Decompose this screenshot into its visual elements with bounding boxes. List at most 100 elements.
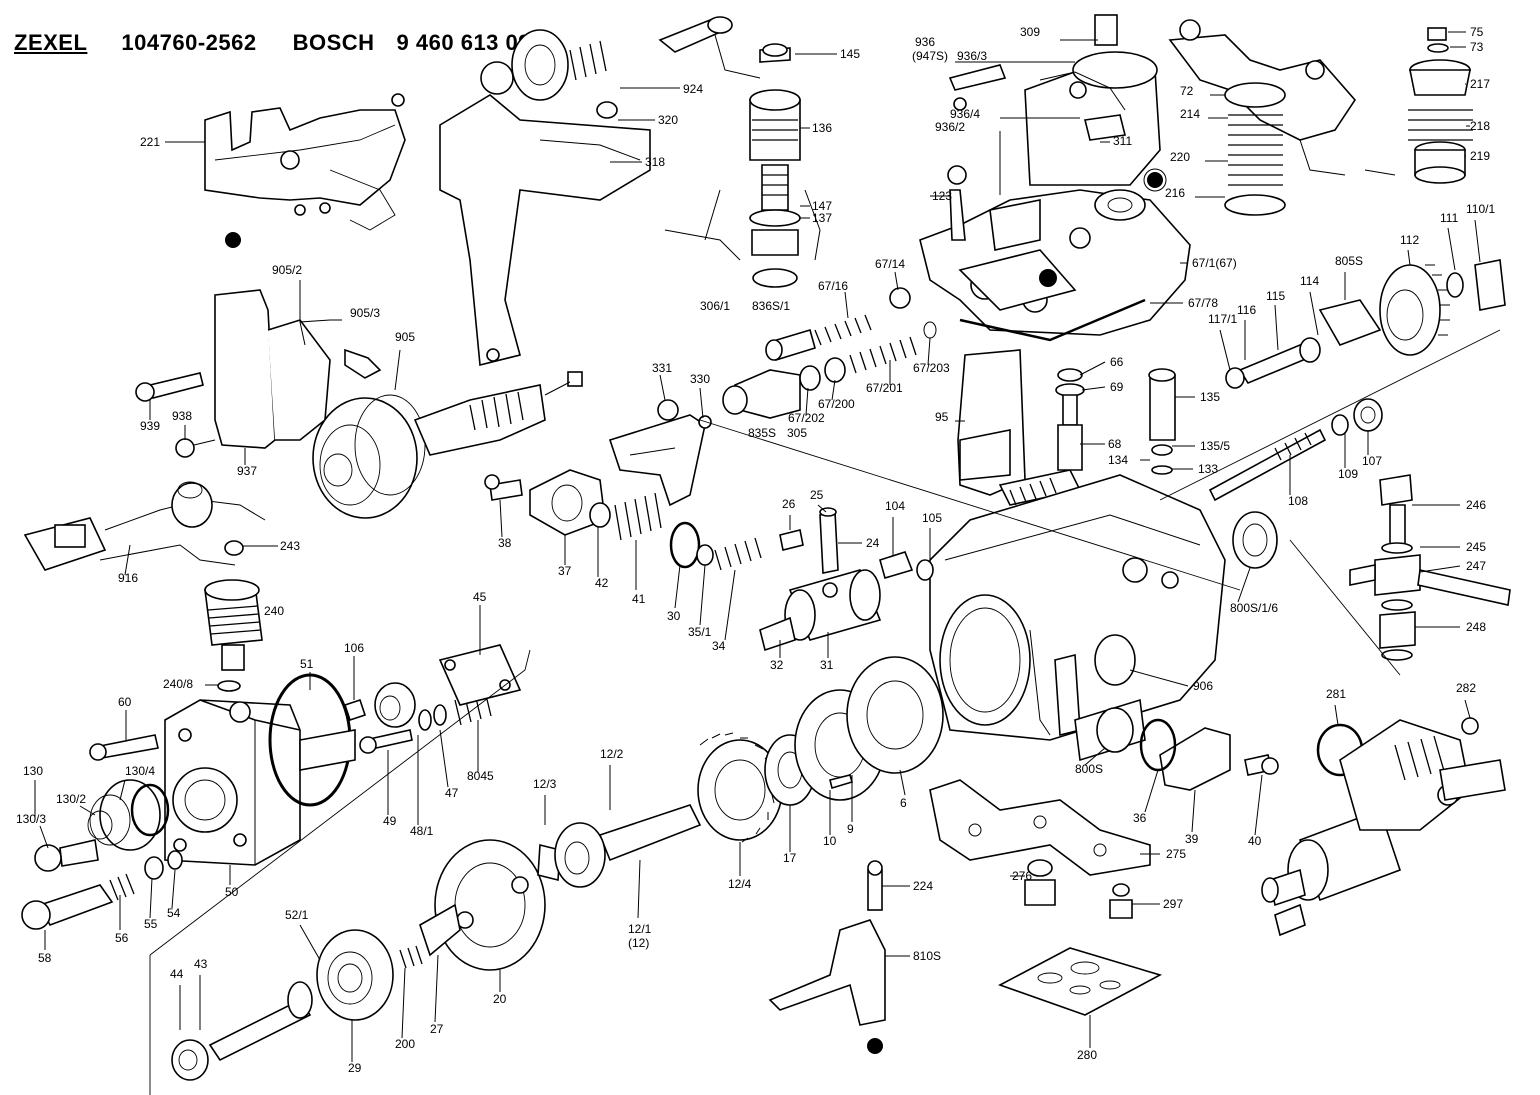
- callout-label: 835S: [748, 426, 776, 440]
- callout-label: 133: [1198, 462, 1218, 476]
- callout-label: 115: [1266, 289, 1285, 303]
- leader-line: [1334, 704, 1339, 726]
- callout-label: 58: [38, 951, 52, 965]
- callout-label: 276: [1012, 869, 1032, 883]
- callout-label: 246: [1466, 498, 1486, 512]
- leader-line: [1237, 567, 1251, 603]
- leader-line: [124, 544, 131, 576]
- callout-label: 95: [935, 410, 949, 424]
- callout-label: 34: [712, 639, 726, 653]
- callout-label: 939: [140, 419, 160, 433]
- callout-label: 130/2: [56, 792, 86, 806]
- callout-label: 24: [866, 536, 880, 550]
- callout-label: 306/1: [700, 299, 730, 313]
- callout-label: 104: [885, 499, 905, 513]
- connector-916: [23, 481, 266, 571]
- callout-label: 218: [1470, 119, 1490, 133]
- callout-label: 810S: [913, 949, 941, 963]
- callout-label: 72: [1180, 84, 1194, 98]
- callout-label: 105: [922, 511, 942, 525]
- shaft-108: [1208, 398, 1383, 502]
- callout-label: 147: [812, 199, 832, 213]
- callout-label: 52/1: [285, 908, 309, 922]
- callout-label: 38: [498, 536, 512, 550]
- callout-label: 12/4: [728, 877, 752, 891]
- callout-label: 114: [1300, 274, 1319, 288]
- governor-spring-217: [1408, 27, 1473, 184]
- callout-label: 275: [1166, 847, 1186, 861]
- leader-line: [894, 271, 899, 291]
- callout-label: 123: [932, 189, 952, 203]
- leader-line: [401, 967, 406, 1039]
- callout-label: 55: [144, 917, 158, 931]
- callout-label: 281: [1326, 687, 1346, 701]
- callout-label: 68: [1108, 437, 1122, 451]
- callout-label: 135: [1200, 390, 1220, 404]
- callout-label: 240: [264, 604, 284, 618]
- leader-line: [831, 379, 836, 401]
- gasket-set-810S: [998, 947, 1163, 1016]
- bracket-221: [204, 93, 406, 248]
- leader-line: [699, 387, 704, 419]
- pump-housing: [879, 474, 1278, 762]
- callout-label: 75: [1470, 25, 1484, 39]
- part-drawings: [21, 14, 1511, 1095]
- callout-label: 130/3: [16, 812, 46, 826]
- leader-line: [39, 825, 49, 849]
- callout-label: 69: [1110, 380, 1124, 394]
- leader-line: [844, 291, 849, 319]
- pressure-valve-135: [1148, 368, 1176, 475]
- callout-label: 906: [1193, 679, 1213, 693]
- leader-line: [299, 924, 321, 961]
- callout-label: 42: [595, 576, 609, 590]
- governor-lever-95: [957, 349, 1085, 506]
- callout-label: 67/16: [818, 279, 848, 293]
- callout-label: 35/1: [688, 625, 712, 639]
- callout-label: 107: [1362, 454, 1382, 468]
- callout-label: 905/3: [350, 306, 380, 320]
- drive-shaft-12-1: [554, 656, 944, 888]
- callout-label: 26: [782, 497, 796, 511]
- leader-line: [674, 564, 681, 609]
- leader-line: [1419, 565, 1461, 573]
- leader-line: [439, 729, 449, 788]
- callout-label: 67/78: [1188, 296, 1218, 310]
- callout-label: 29: [348, 1061, 362, 1075]
- leader-line: [434, 954, 439, 1023]
- callout-label: 32: [770, 658, 784, 672]
- callout-label: 31: [820, 658, 834, 672]
- callout-label: 10: [823, 834, 837, 848]
- governor-housing-67: [919, 165, 1191, 342]
- callout-label: 243: [280, 539, 300, 553]
- leader-line: [699, 564, 706, 626]
- leader-line: [637, 859, 641, 919]
- callout-label: 43: [194, 957, 208, 971]
- callout-label: 136: [812, 121, 832, 135]
- callout-label: 36: [1133, 811, 1147, 825]
- cam-disk-29: [171, 929, 423, 1081]
- callout-label: 905: [395, 330, 415, 344]
- callout-label: 41: [632, 592, 646, 606]
- callout-label: 12/3: [533, 777, 557, 791]
- callout-label: 108: [1288, 494, 1308, 508]
- leader-line: [1079, 361, 1106, 376]
- callout-label: 800S: [1075, 762, 1103, 776]
- callout-label: 247: [1466, 559, 1486, 573]
- bracket-224: [768, 860, 886, 1054]
- callout-label: 106: [344, 641, 364, 655]
- stop-solenoid-240: [204, 540, 263, 692]
- callout-label: 6: [900, 796, 907, 810]
- fitting-58: [21, 850, 183, 930]
- callout-label: 318: [645, 155, 665, 169]
- callout-label: 111: [1440, 211, 1459, 225]
- brand-bosch: BOSCH: [292, 30, 375, 55]
- leader-line: [149, 877, 153, 919]
- leader-line: [1144, 769, 1159, 813]
- callout-label: 67/202: [788, 411, 825, 425]
- callout-label: 217: [1470, 77, 1490, 91]
- callout-label: 50: [225, 885, 239, 899]
- leader-line: [1447, 227, 1456, 271]
- callout-label: 47: [445, 786, 459, 800]
- leader-line: [1254, 774, 1263, 836]
- callout-label: 200: [395, 1037, 415, 1051]
